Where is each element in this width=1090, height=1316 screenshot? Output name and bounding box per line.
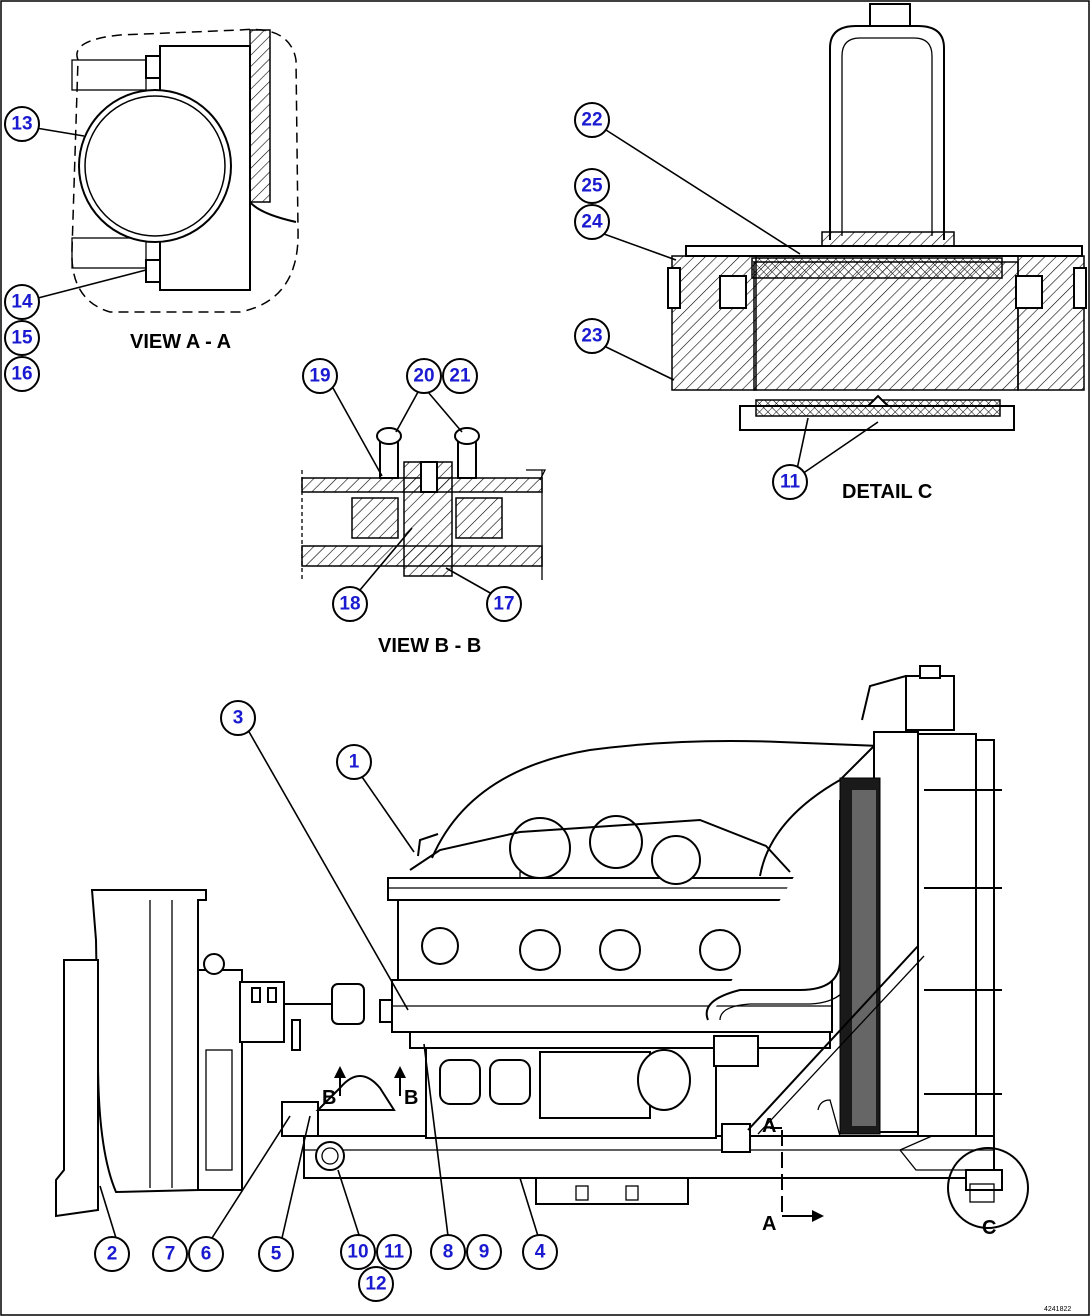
svg-text:8: 8 (443, 1242, 454, 1263)
svg-text:6: 6 (201, 1244, 212, 1265)
svg-text:13: 13 (11, 114, 32, 135)
engine-assembly-drawing (55, 665, 1029, 1229)
svg-text:9: 9 (479, 1242, 490, 1263)
callout-20[interactable]: 20 (406, 358, 442, 394)
view-a-label: VIEW A - A (130, 331, 231, 353)
svg-text:4: 4 (535, 1242, 546, 1263)
section-b-left-marker: B (322, 1087, 336, 1109)
svg-text:5: 5 (271, 1244, 282, 1265)
callout-23[interactable]: 23 (574, 318, 610, 354)
callout-24[interactable]: 24 (574, 204, 610, 240)
svg-text:24: 24 (581, 212, 603, 233)
callout-1[interactable]: 1 (336, 744, 372, 780)
svg-text:16: 16 (11, 364, 32, 385)
callout-balloons: 1 2 3 4 5 6 7 8 9 10 11 12 13 14 15 16 1… (4, 102, 808, 1302)
callout-16[interactable]: 16 (4, 356, 40, 392)
svg-text:11: 11 (384, 1242, 405, 1263)
svg-text:21: 21 (449, 366, 471, 387)
svg-text:17: 17 (493, 594, 514, 615)
callout-3[interactable]: 3 (220, 700, 256, 736)
svg-text:2: 2 (107, 1244, 118, 1265)
section-a-bottom-marker: A (762, 1213, 776, 1235)
callout-14[interactable]: 14 (4, 284, 40, 320)
view-b-b-drawing (301, 427, 547, 580)
callout-15[interactable]: 15 (4, 320, 40, 356)
callout-10[interactable]: 10 (340, 1234, 376, 1270)
callout-18[interactable]: 18 (332, 586, 368, 622)
svg-text:25: 25 (581, 176, 603, 197)
callout-12[interactable]: 12 (358, 1266, 394, 1302)
detail-c-label: DETAIL C (842, 481, 932, 503)
svg-text:20: 20 (413, 366, 434, 387)
svg-text:12: 12 (365, 1274, 386, 1295)
callout-13[interactable]: 13 (4, 106, 40, 142)
callout-21[interactable]: 21 (442, 358, 478, 394)
callout-6[interactable]: 6 (188, 1236, 224, 1272)
view-a-a-drawing (71, 28, 299, 313)
svg-text:18: 18 (339, 594, 360, 615)
callout-25[interactable]: 25 (574, 168, 610, 204)
callout-5[interactable]: 5 (258, 1236, 294, 1272)
svg-text:23: 23 (581, 326, 602, 347)
callout-9[interactable]: 9 (466, 1234, 502, 1270)
detail-c-marker: C (982, 1217, 996, 1239)
svg-text:14: 14 (11, 292, 33, 313)
section-b-right-marker: B (404, 1087, 418, 1109)
callout-2[interactable]: 2 (94, 1236, 130, 1272)
callout-17[interactable]: 17 (486, 586, 522, 622)
svg-text:15: 15 (11, 328, 33, 349)
callout-4[interactable]: 4 (522, 1234, 558, 1270)
detail-c-drawing (667, 3, 1087, 431)
view-b-label: VIEW B - B (378, 635, 481, 657)
svg-text:3: 3 (233, 708, 244, 729)
svg-text:11: 11 (780, 472, 801, 493)
drawing-number: 4241822 (1044, 1306, 1071, 1313)
callout-22[interactable]: 22 (574, 102, 610, 138)
callout-19[interactable]: 19 (302, 358, 338, 394)
svg-text:10: 10 (347, 1242, 368, 1263)
svg-text:1: 1 (349, 752, 360, 773)
callout-8[interactable]: 8 (430, 1234, 466, 1270)
callout-11-detail[interactable]: 11 (772, 464, 808, 500)
svg-text:22: 22 (581, 110, 602, 131)
callout-7[interactable]: 7 (152, 1236, 188, 1272)
leader-lines (35, 127, 879, 1239)
callout-11[interactable]: 11 (376, 1234, 412, 1270)
svg-text:19: 19 (309, 366, 330, 387)
svg-text:7: 7 (165, 1244, 176, 1265)
section-a-top-marker: A (762, 1115, 776, 1137)
